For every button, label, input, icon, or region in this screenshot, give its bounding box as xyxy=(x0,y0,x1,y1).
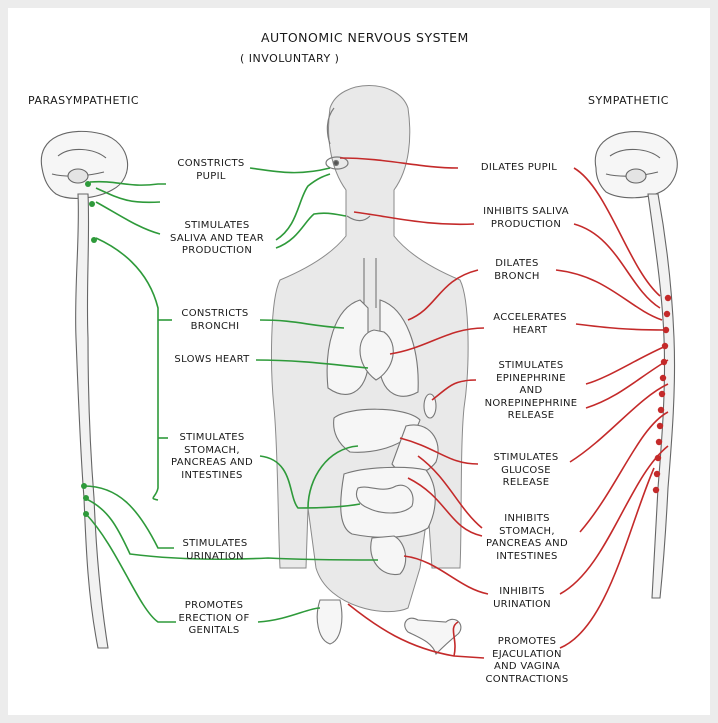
left-brain-spine xyxy=(41,131,127,648)
sympathetic-ganglion xyxy=(655,455,661,461)
symp-label-pupil: DILATES PUPIL xyxy=(462,162,576,175)
diagram-subtitle: ( INVOLUNTARY ) xyxy=(240,52,339,65)
symp-label-reproduction: PROMOTES EJACULATION AND VAGINA CONTRACT… xyxy=(474,636,580,686)
sympathetic-ganglion xyxy=(662,343,668,349)
uterus xyxy=(405,618,461,654)
para-label-urination: STIMULATES URINATION xyxy=(168,538,262,563)
sympathetic-ganglion xyxy=(653,487,659,493)
sympathetic-heading: SYMPATHETIC xyxy=(588,94,669,107)
para-label-pupil: CONSTRICTS PUPIL xyxy=(166,158,256,183)
sympathetic-ganglion xyxy=(664,311,670,317)
sympathetic-ganglion xyxy=(661,359,667,365)
symp-label-adrenal: STIMULATES EPINEPHRINE AND NOREPINEPHRIN… xyxy=(472,360,590,423)
parasympathetic-heading: PARASYMPATHETIC xyxy=(28,94,139,107)
sympathetic-ganglion xyxy=(654,471,660,477)
male-genitals xyxy=(317,600,342,644)
symp-label-heart: ACCELERATES HEART xyxy=(484,312,576,337)
para-label-digestion: STIMULATES STOMACH, PANCREAS AND INTESTI… xyxy=(160,432,264,482)
sympathetic-ganglion xyxy=(660,375,666,381)
sympathetic-ganglion xyxy=(656,439,662,445)
sympathetic-ganglion xyxy=(665,295,671,301)
diagram-canvas: AUTONOMIC NERVOUS SYSTEM ( INVOLUNTARY )… xyxy=(8,8,710,715)
symp-label-bronch: DILATES BRONCH xyxy=(478,258,556,283)
sympathetic-ganglion xyxy=(663,327,669,333)
diagram-artwork xyxy=(8,8,710,715)
para-label-genitals: PROMOTES ERECTION OF GENITALS xyxy=(168,600,260,638)
symp-label-urination: INHIBITS URINATION xyxy=(484,586,560,611)
sympathetic-ganglion xyxy=(659,391,665,397)
para-label-bronchi: CONSTRICTS BRONCHI xyxy=(168,308,262,333)
diagram-title: AUTONOMIC NERVOUS SYSTEM xyxy=(261,30,469,45)
symp-label-glucose: STIMULATES GLUCOSE RELEASE xyxy=(478,452,574,490)
sympathetic-ganglion xyxy=(657,423,663,429)
sympathetic-ganglion xyxy=(658,407,664,413)
symp-label-digestion: INHIBITS STOMACH, PANCREAS AND INTESTINE… xyxy=(472,513,582,563)
para-label-heart: SLOWS HEART xyxy=(166,354,258,367)
para-label-saliva: STIMULATES SALIVA AND TEAR PRODUCTION xyxy=(156,220,278,258)
symp-label-saliva: INHIBITS SALIVA PRODUCTION xyxy=(468,206,584,231)
